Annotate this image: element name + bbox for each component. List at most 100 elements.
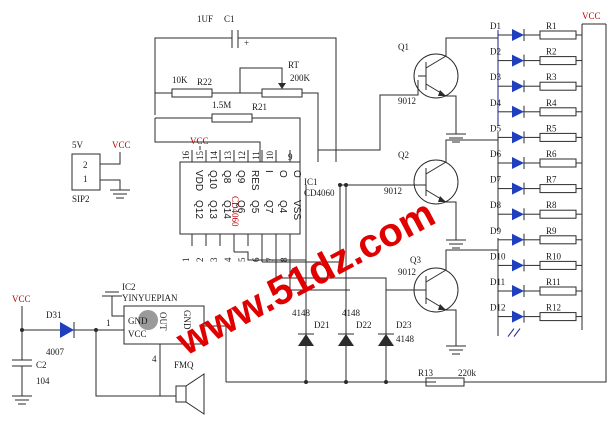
ic1-name-q14: Q14	[221, 200, 232, 219]
wire	[95, 330, 176, 397]
resistor-rt	[261, 88, 303, 98]
led-resistor	[539, 132, 577, 142]
r13-value: 220k	[458, 368, 477, 378]
led-triangle	[512, 80, 524, 93]
led-triangle	[512, 310, 524, 323]
wire	[234, 185, 307, 261]
diode-d23	[378, 292, 394, 382]
ic1-name-q6: Q6	[235, 200, 246, 214]
r13-ref: R13	[418, 368, 434, 378]
ic1-name-q7: Q7	[263, 200, 274, 214]
ic1-name-q10: Q10	[207, 170, 218, 189]
c2-ref: C2	[36, 360, 47, 370]
ic1-name-q13: Q13	[207, 200, 218, 219]
q3-ref: Q3	[410, 255, 421, 265]
ic1-ref: IC1	[304, 177, 318, 187]
led-resistor-label: R6	[546, 149, 557, 159]
ic1-name-q12: Q12	[193, 200, 204, 219]
led-resistor-label: R10	[546, 251, 562, 261]
ic1-pin-4: 4	[223, 257, 233, 262]
ic2-body	[123, 305, 205, 345]
ic1-pin-9: 9	[288, 152, 293, 162]
led-resistor-label: R2	[546, 47, 557, 57]
ic1-watermark: CD4060	[230, 196, 240, 227]
c1-plus: +	[244, 38, 249, 48]
led-triangle	[512, 208, 524, 221]
d23-part: 4148	[396, 334, 415, 344]
led-resistor	[539, 56, 577, 66]
ic2-pin-num-4: 4	[152, 354, 157, 364]
led-resistor-label: R12	[546, 303, 561, 313]
led-row: D2 R2	[490, 47, 582, 67]
led-label: D9	[490, 226, 501, 236]
sip2-ref: SIP2	[72, 194, 90, 204]
r21-ref: R21	[252, 102, 267, 112]
q1-ref: Q1	[398, 42, 409, 52]
ic1-pin-12: 12	[237, 151, 247, 160]
d22-part: 4148	[342, 308, 361, 318]
led-resistor-label: R1	[546, 21, 557, 31]
c1-value: 1UF	[197, 14, 213, 24]
led-row: D6 R6	[490, 149, 582, 169]
ic2-pin-gnd: GND	[128, 316, 148, 326]
d21-part: 4148	[292, 308, 311, 318]
led-label: D6	[490, 149, 501, 159]
junction	[94, 328, 98, 332]
ic2-part: YINYUEPIAN	[122, 293, 178, 303]
diode-d31	[60, 322, 124, 338]
ic1-name-q4: Q4	[277, 200, 288, 214]
diode-d21	[298, 185, 314, 382]
vcc-label-left: VCC	[12, 294, 31, 304]
ic1-pin-10: 10	[265, 151, 275, 161]
led-resistor	[539, 30, 577, 40]
led-label: D10	[490, 251, 506, 261]
ic1-name-o1: O	[277, 170, 288, 178]
junction	[344, 380, 348, 384]
led-resistor	[539, 286, 577, 296]
led-label: D11	[490, 277, 505, 287]
c2-value: 104	[36, 376, 50, 386]
led-label: D2	[490, 47, 501, 57]
led-row: D10 R10	[490, 251, 582, 272]
led-resistor	[539, 81, 577, 91]
c1-ref: C1	[224, 14, 235, 24]
ic1-name-i: I	[263, 170, 274, 173]
rt-wiper-arrow	[278, 83, 286, 89]
wire	[252, 117, 301, 162]
ic1-name-q8: Q8	[221, 170, 232, 184]
led-triangle	[512, 105, 524, 118]
ic1-pin-16: 16	[181, 151, 191, 161]
ic1-pin-2: 2	[195, 258, 205, 263]
led-triangle	[512, 54, 524, 67]
led-resistor	[539, 209, 577, 219]
led-label: D7	[490, 175, 501, 185]
led-label: D8	[490, 200, 501, 210]
resistor-r22	[171, 88, 213, 98]
r21-value: 1.5M	[212, 100, 231, 110]
wire	[317, 80, 419, 162]
d31-ref: D31	[46, 310, 62, 320]
led-resistor	[539, 107, 577, 117]
led-resistor-label: R7	[546, 175, 557, 185]
ic1-pin-14: 14	[209, 151, 219, 161]
wire	[238, 37, 337, 162]
rt-ref: RT	[288, 60, 299, 70]
led-resistor	[539, 312, 577, 322]
led-resistor	[539, 184, 577, 194]
wire	[464, 24, 607, 383]
ic1-bottom-pins	[191, 234, 291, 278]
wire	[302, 92, 319, 162]
d31-part: 4007	[46, 347, 65, 357]
sip2-pin-2: 2	[83, 160, 88, 170]
vcc-label-right: VCC	[582, 11, 601, 21]
led-resistor-label: R3	[546, 72, 557, 82]
led-resistor	[539, 158, 577, 168]
ic1-pin-11: 11	[251, 151, 261, 160]
wire	[154, 37, 232, 115]
junction	[20, 328, 24, 332]
